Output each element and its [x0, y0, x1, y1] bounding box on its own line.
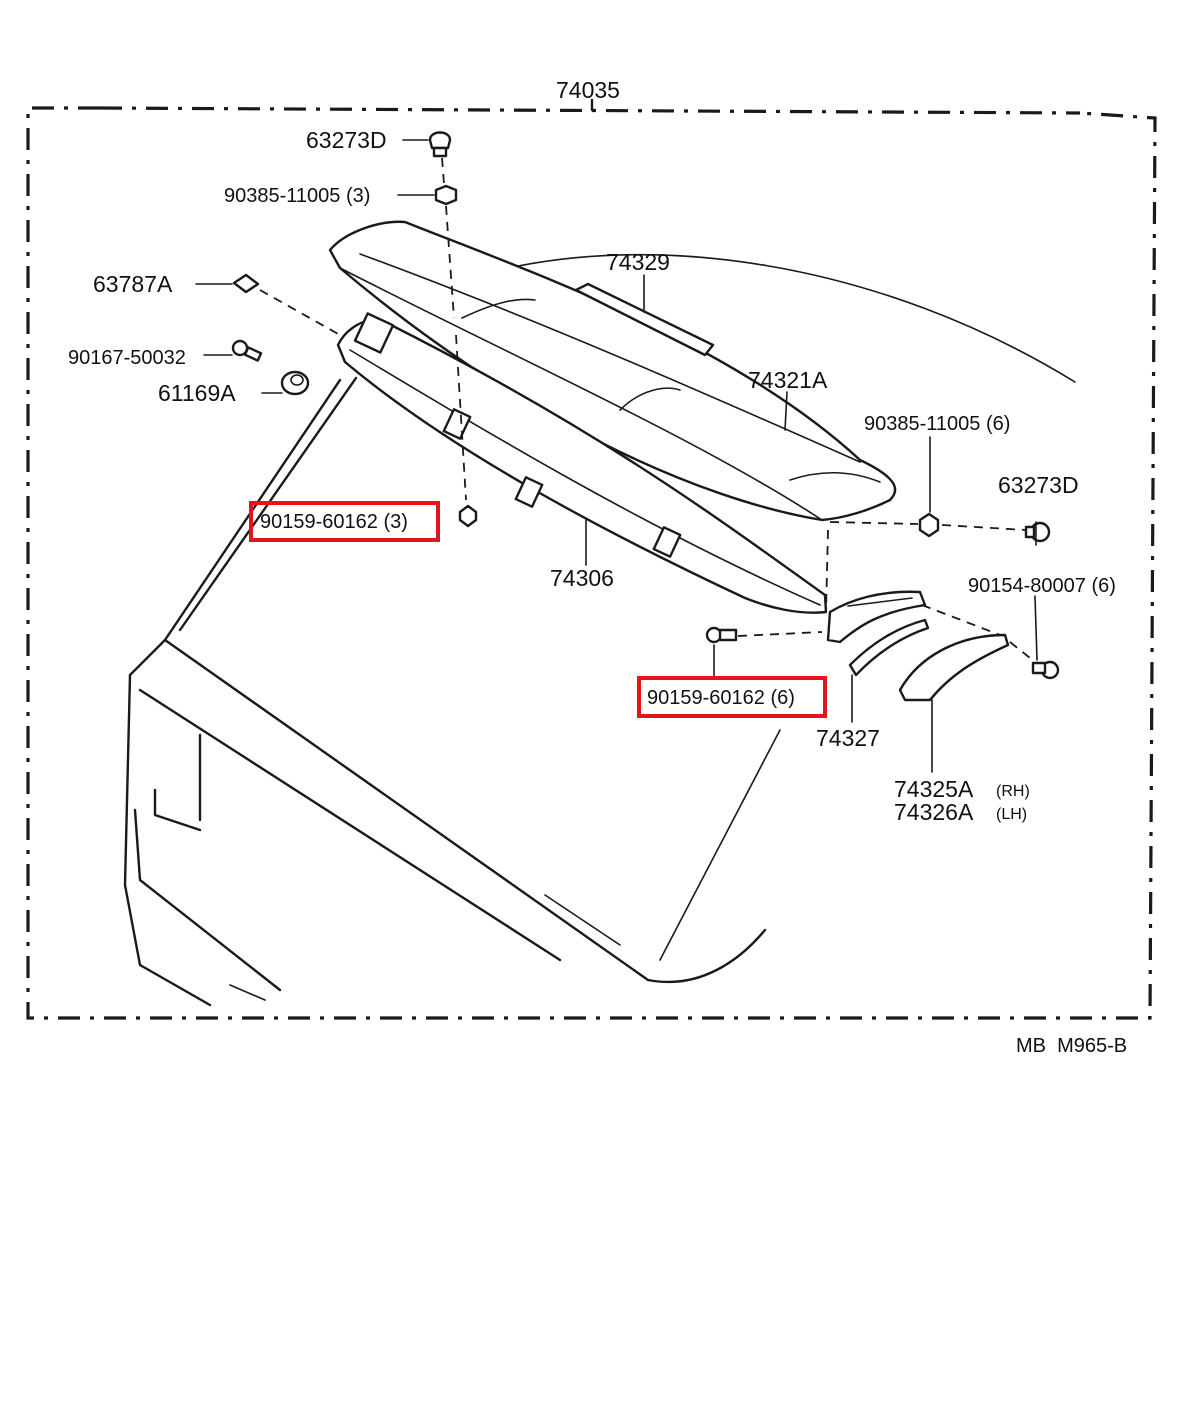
drawing-code: MB M965-B	[1016, 1035, 1127, 1057]
callout-74306: 74306	[550, 565, 614, 591]
spoiler-end-bracket	[826, 590, 927, 644]
cap-63273d-right	[1024, 521, 1051, 543]
callout-90167-50032: 90167-50032	[68, 347, 186, 369]
highlight-box-90159-6	[637, 676, 827, 718]
screw-90167	[231, 339, 263, 362]
nut-90385-right	[918, 512, 940, 538]
callout-74326a: 74326A	[894, 799, 974, 825]
callout-63787a: 63787A	[93, 271, 173, 297]
callout-74325a-rh: (RH)	[996, 783, 1030, 800]
callout-74329: 74329	[606, 249, 670, 275]
nut-90385-top	[434, 184, 458, 206]
assembly-frame	[26, 98, 1157, 1020]
callout-90159-60162-6: 90159-60162 (6)	[647, 687, 795, 709]
back-door-outline	[123, 253, 1076, 1007]
callout-90385-11005-6: 90385-11005 (6)	[864, 413, 1010, 435]
callout-90154-80007-6: 90154-80007 (6)	[968, 575, 1116, 597]
callout-74321a: 74321A	[748, 367, 828, 393]
callout-74327: 74327	[816, 725, 880, 751]
callout-90159-60162-3: 90159-60162 (3)	[260, 511, 408, 533]
screw-90154	[1031, 660, 1060, 680]
spoiler-gasket-74306	[336, 312, 828, 614]
cap-63273d-top	[428, 131, 452, 158]
callout-74326a-lh: (LH)	[996, 806, 1027, 823]
callout-90385-11005-3: 90385-11005 (3)	[224, 185, 370, 207]
leader-lines	[195, 139, 1038, 961]
callout-61169a: 61169A	[158, 380, 236, 406]
assembly-label: 74035	[556, 77, 620, 103]
pad-63787a	[232, 273, 260, 294]
grommet-61169a	[280, 370, 310, 396]
stop-lamp-74329	[574, 282, 715, 357]
highlight-box-90159-3	[249, 501, 440, 542]
spoiler-seal-74327	[848, 618, 930, 677]
callout-63273d-right: 63273D	[998, 472, 1079, 498]
spoiler-end-cover-74325a-74326a	[898, 633, 1010, 702]
callout-74325a: 74325A	[894, 776, 974, 802]
bolt-90159-right	[705, 626, 738, 644]
callout-63273d-top: 63273D	[306, 127, 387, 153]
bolt-90159-left	[458, 504, 478, 528]
